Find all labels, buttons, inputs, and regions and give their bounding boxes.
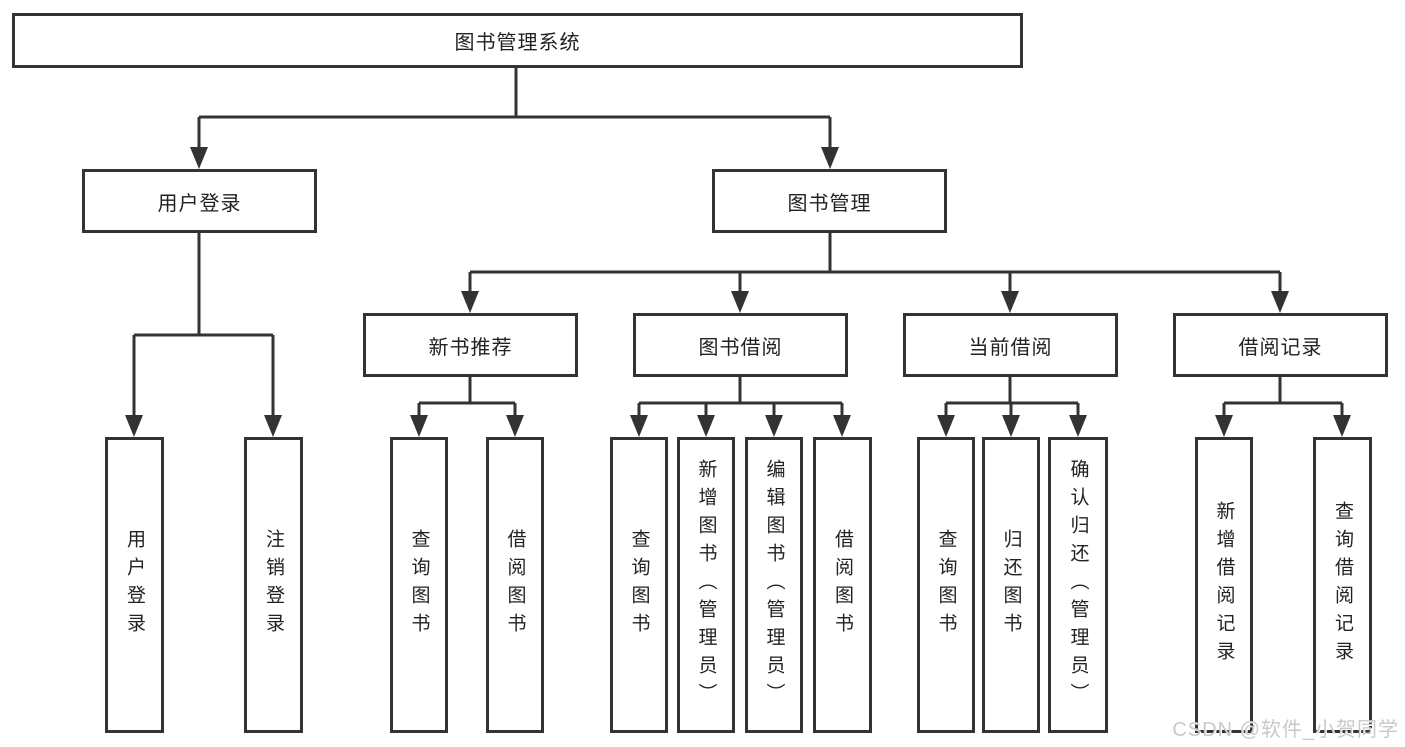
leaf-label: 查询图书 bbox=[628, 529, 650, 641]
leaf-add-borrow-record: 新增借阅记录 bbox=[1195, 437, 1253, 733]
leaf-user-login: 用户登录 bbox=[105, 437, 164, 733]
leaf-query-books-current: 查询图书 bbox=[917, 437, 975, 733]
leaf-return-books: 归还图书 bbox=[982, 437, 1040, 733]
leaf-label: 编辑图书（管理员） bbox=[763, 459, 785, 711]
leaf-add-books-admin: 新增图书（管理员） bbox=[677, 437, 735, 733]
csdn-watermark: CSDN @软件_小贺同学 bbox=[1172, 719, 1399, 741]
leaf-confirm-return-admin: 确认归还（管理员） bbox=[1048, 437, 1108, 733]
leaf-label: 归还图书 bbox=[1000, 529, 1022, 641]
leaf-query-books-borrow: 查询图书 bbox=[610, 437, 668, 733]
leaf-edit-books-admin: 编辑图书（管理员） bbox=[745, 437, 803, 733]
leaf-label: 借阅图书 bbox=[832, 529, 853, 641]
leaf-label: 查询图书 bbox=[935, 529, 957, 641]
leaf-label: 新增借阅记录 bbox=[1213, 501, 1235, 669]
leaf-borrow-books: 借阅图书 bbox=[813, 437, 872, 733]
leaf-label: 用户登录 bbox=[124, 529, 145, 641]
leaf-label: 新增图书（管理员） bbox=[695, 459, 717, 711]
leaf-label: 注销登录 bbox=[263, 529, 284, 641]
node-root: 图书管理系统 bbox=[12, 13, 1023, 68]
leaf-query-borrow-record: 查询借阅记录 bbox=[1313, 437, 1372, 733]
leaf-label: 查询图书 bbox=[408, 529, 430, 641]
leaf-label: 确认归还（管理员） bbox=[1067, 459, 1089, 711]
leaf-borrow-books-recommend: 借阅图书 bbox=[486, 437, 544, 733]
node-current-borrow: 当前借阅 bbox=[903, 313, 1118, 377]
arrowhead-icons bbox=[125, 147, 1351, 437]
node-book-borrow: 图书借阅 bbox=[633, 313, 848, 377]
node-borrow-records: 借阅记录 bbox=[1173, 313, 1388, 377]
node-user-login: 用户登录 bbox=[82, 169, 317, 233]
node-book-management: 图书管理 bbox=[712, 169, 947, 233]
node-new-book-recommend: 新书推荐 bbox=[363, 313, 578, 377]
leaf-label: 查询借阅记录 bbox=[1332, 501, 1353, 669]
leaf-label: 借阅图书 bbox=[504, 529, 526, 641]
leaf-query-books-recommend: 查询图书 bbox=[390, 437, 448, 733]
leaf-logout: 注销登录 bbox=[244, 437, 303, 733]
